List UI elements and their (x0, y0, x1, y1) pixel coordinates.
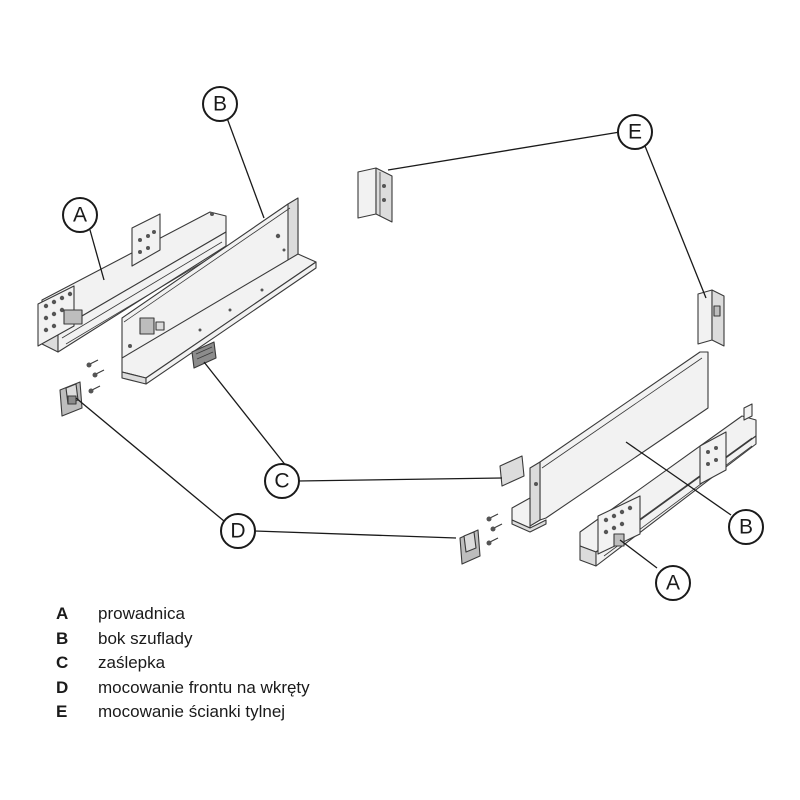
legend-key: B (56, 628, 69, 648)
svg-text:A: A (73, 204, 87, 227)
legend-item: B bok szuflady (56, 627, 310, 652)
left-front-fixing-part (59, 359, 105, 417)
right-cover-cap-part (499, 455, 525, 487)
svg-text:A: A (666, 572, 680, 595)
svg-text:B: B (213, 93, 227, 116)
left-screws-icon (86, 359, 105, 394)
callout-b-right: B (728, 509, 764, 545)
callout-a-right: A (655, 565, 691, 601)
svg-text:C: C (274, 470, 289, 493)
right-runner-part (579, 403, 757, 567)
svg-text:E: E (628, 121, 642, 144)
right-screws-icon (486, 513, 503, 546)
left-drawer-side-part (121, 197, 317, 385)
svg-text:B: B (739, 516, 753, 539)
leader-lines (75, 117, 732, 569)
right-front-fixing-part (459, 513, 503, 565)
legend-label: mocowanie ścianki tylnej (98, 702, 286, 722)
legend-key: D (56, 677, 69, 697)
legend-item: D mocowanie frontu na wkręty (56, 676, 310, 701)
callout-b-left: B (202, 86, 238, 122)
legend-item: A prowadnica (56, 602, 310, 627)
legend-label: bok szuflady (98, 628, 193, 648)
legend-key: E (56, 702, 68, 722)
legend-label: prowadnica (98, 604, 185, 624)
left-runner-part (37, 211, 227, 353)
callout-a-left: A (62, 197, 98, 233)
parts-legend: A prowadnica B bok szuflady C zaślepka D… (56, 602, 310, 725)
rear-fixing-right-part (697, 289, 725, 347)
legend-key: A (56, 604, 69, 624)
callout-d: D (220, 513, 256, 549)
svg-text:D: D (230, 520, 245, 543)
legend-item: C zaślepka (56, 651, 310, 676)
callout-c: C (264, 463, 300, 499)
legend-label: zaślepka (98, 653, 166, 673)
right-drawer-side-part (511, 351, 709, 533)
callout-e: E (617, 114, 653, 150)
left-cover-cap-part (191, 341, 217, 369)
legend-key: C (56, 653, 69, 673)
rear-fixing-upper-part (357, 167, 393, 223)
legend-item: E mocowanie ścianki tylnej (56, 700, 310, 725)
legend-label: mocowanie frontu na wkręty (98, 677, 310, 697)
